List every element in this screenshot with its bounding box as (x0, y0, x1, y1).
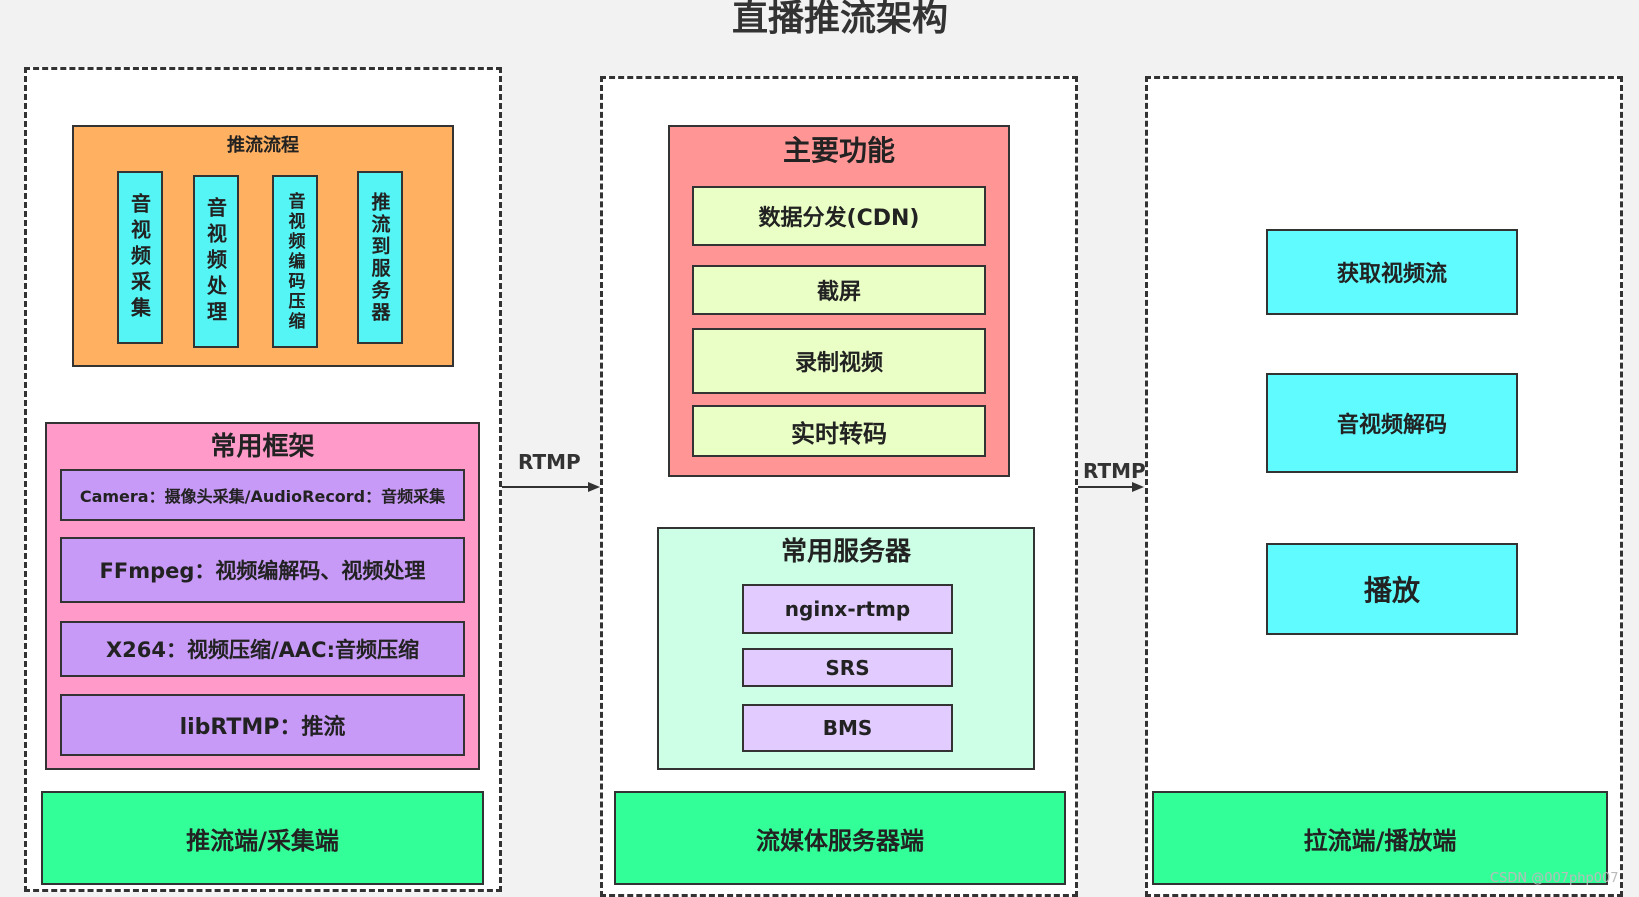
pull-item-get-stream: 获取视频流 (1266, 229, 1518, 315)
flow-step-4: 推流到服务器 (357, 171, 403, 344)
framework-item-ffmpeg: FFmpeg：视频编解码、视频处理 (60, 537, 465, 603)
servers-title: 常用服务器 (780, 537, 911, 567)
watermark: CSDN @007php007 (1490, 871, 1619, 886)
frameworks-title: 常用框架 (210, 432, 315, 462)
arrow-rtmp-1 (502, 482, 600, 492)
arrow-rtmp-2 (1078, 482, 1144, 492)
function-item-cdn: 数据分发(CDN) (692, 186, 986, 246)
arrow-label-rtmp-2: RTMP (1083, 459, 1146, 483)
server-item-bms: BMS (742, 704, 953, 752)
function-item-screenshot: 截屏 (692, 265, 986, 315)
push-side-footer: 推流端/采集端 (41, 791, 484, 885)
pull-side-footer: 拉流端/播放端 (1152, 791, 1608, 885)
push-flow-title: 推流流程 (227, 135, 299, 156)
pull-side-column (1145, 76, 1623, 897)
server-side-footer: 流媒体服务器端 (614, 791, 1066, 885)
server-item-srs: SRS (742, 648, 953, 687)
framework-item-librtmp: libRTMP：推流 (60, 694, 465, 756)
functions-title: 主要功能 (782, 134, 895, 167)
function-item-record: 录制视频 (692, 328, 986, 394)
flow-step-1: 音视频采集 (117, 171, 163, 344)
function-item-transcode: 实时转码 (692, 405, 986, 457)
flow-step-3: 音视频编码压缩 (272, 175, 318, 348)
pull-item-play: 播放 (1266, 543, 1518, 635)
framework-item-camera: Camera：摄像头采集/AudioRecord：音频采集 (60, 469, 465, 521)
server-item-nginx: nginx-rtmp (742, 584, 953, 634)
pull-item-decode: 音视频解码 (1266, 373, 1518, 473)
diagram-title: 直播推流架构 (731, 0, 948, 39)
framework-item-x264: X264：视频压缩/AAC:音频压缩 (60, 621, 465, 677)
flow-step-2: 音视频处理 (193, 175, 239, 348)
arrow-label-rtmp-1: RTMP (518, 450, 581, 474)
